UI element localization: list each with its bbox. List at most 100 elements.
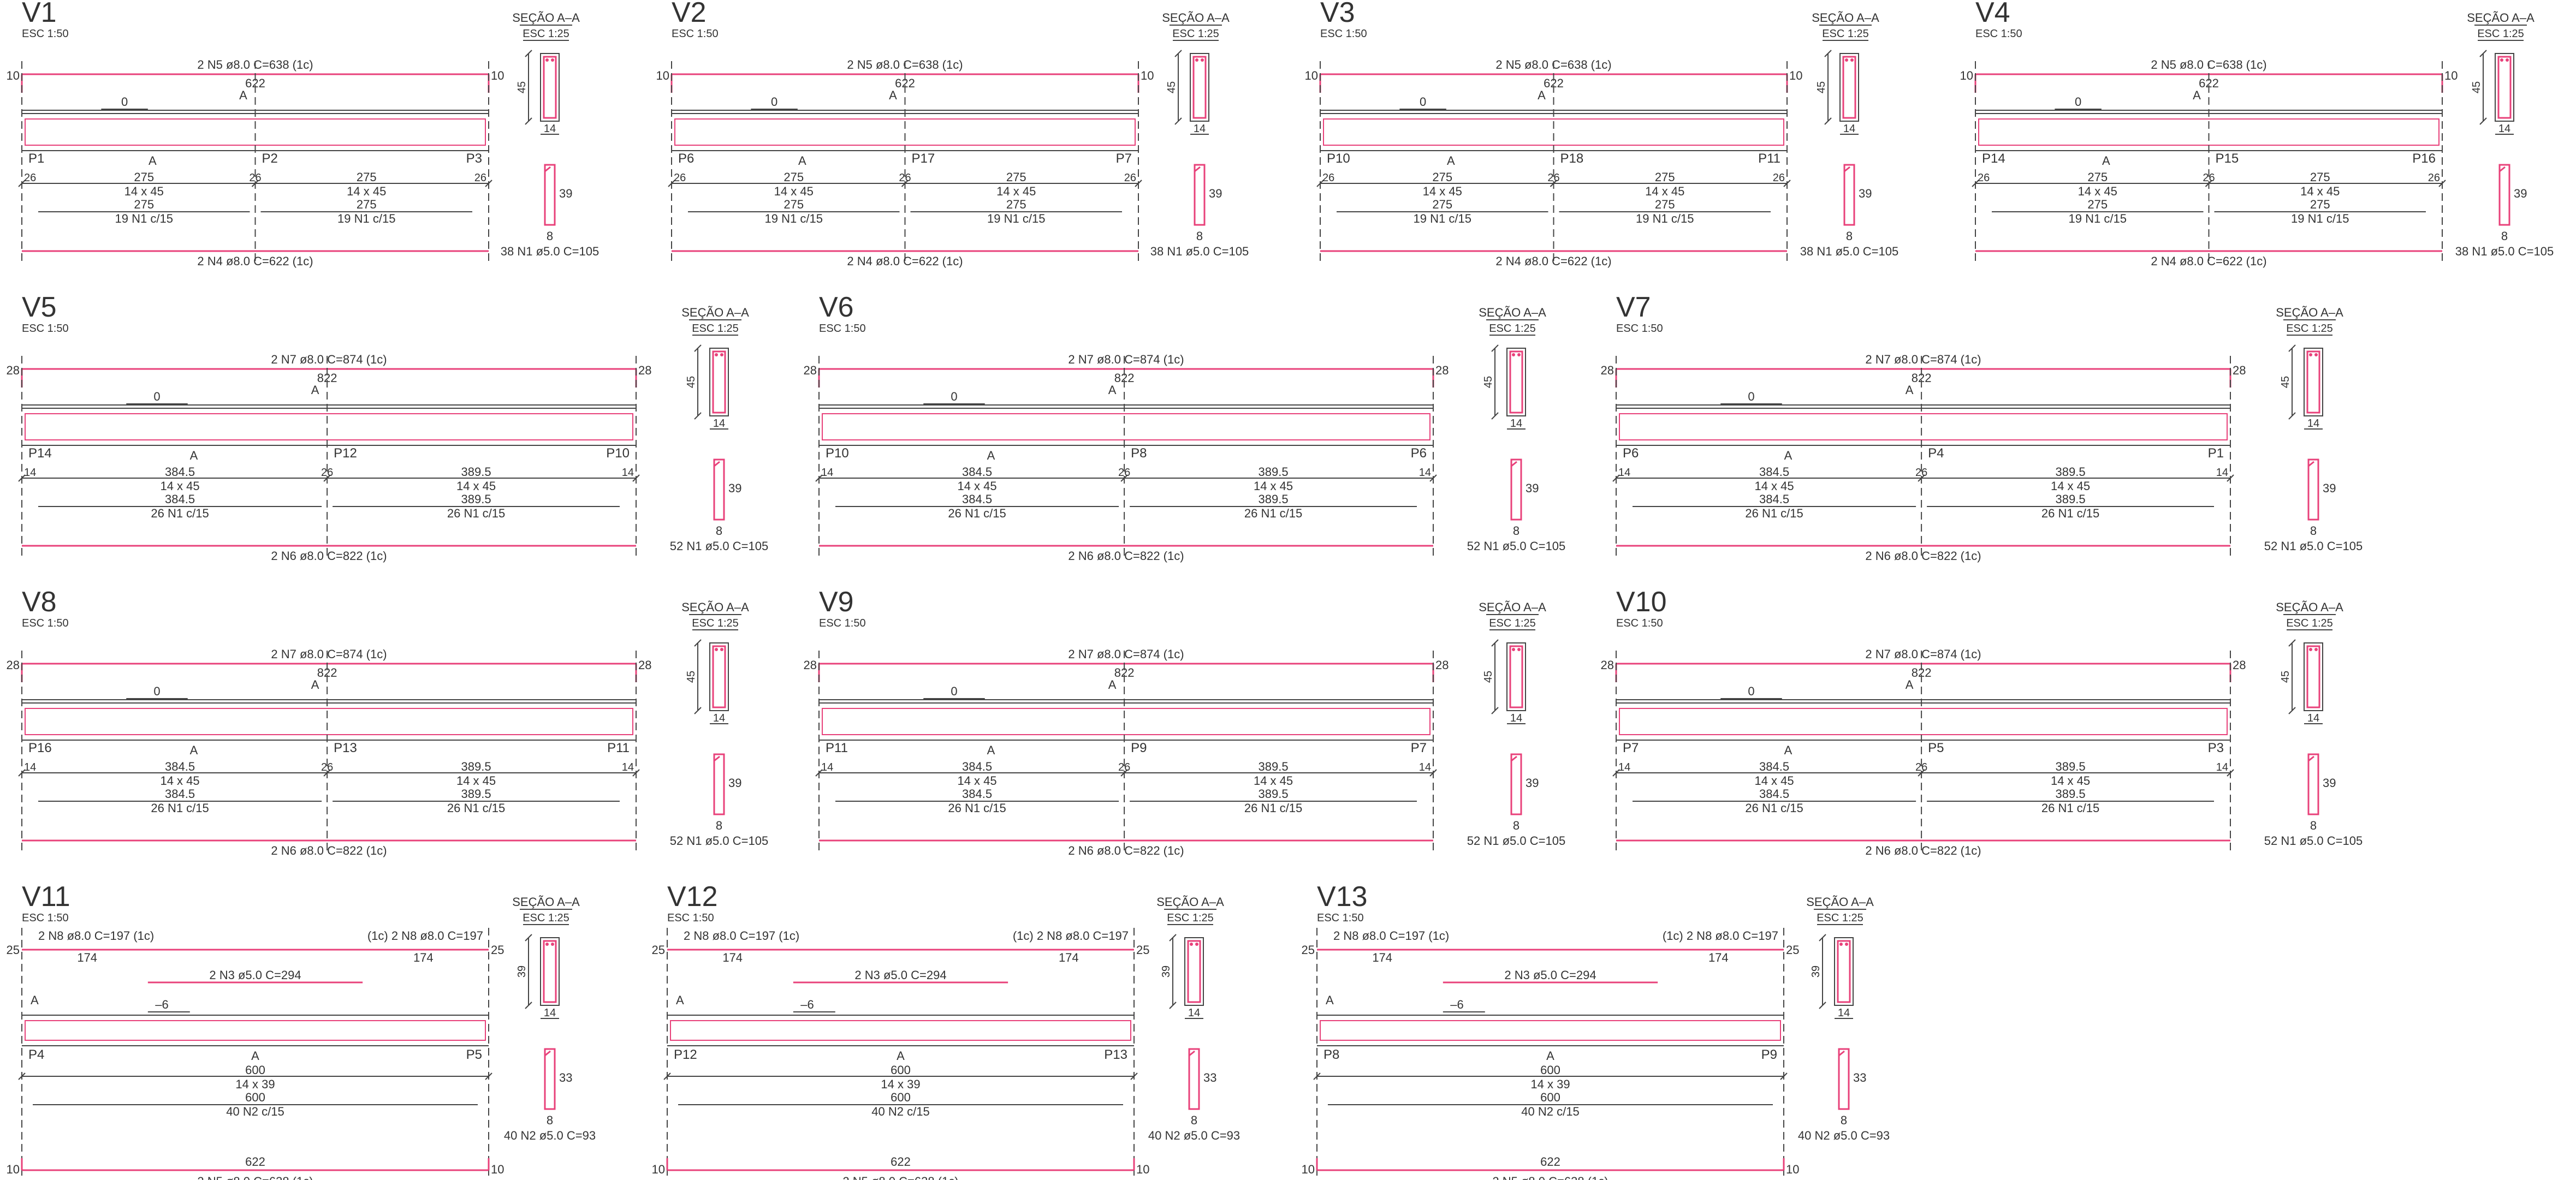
hook-length: 28 — [804, 658, 817, 672]
hook-length: 10 — [656, 69, 669, 82]
top-bar-label: 2 N7 ø8.0 C=874 (1c) — [1865, 353, 1981, 366]
span-length: 389.5 — [461, 465, 491, 479]
section-stirrup — [712, 350, 726, 414]
beam-scale: ESC 1:50 — [1616, 617, 1663, 629]
section-ref-a: A — [31, 993, 39, 1007]
support-width: 14 — [821, 761, 833, 773]
beam-scale: ESC 1:50 — [819, 323, 866, 335]
span-clear-length: 275 — [134, 198, 154, 211]
dim-tick — [2288, 707, 2296, 714]
section-ref-a: A — [1447, 154, 1455, 168]
span-section: 14 x 45 — [456, 479, 496, 493]
section-width: 14 — [1510, 712, 1522, 724]
hook-length: 25 — [7, 943, 20, 957]
pillar-label: P4 — [1928, 446, 1944, 461]
level-mark: 0 — [771, 95, 777, 109]
stirrup-width: 8 — [2310, 524, 2317, 538]
span-section: 14 x 39 — [1530, 1077, 1570, 1091]
section-height: 45 — [1482, 376, 1494, 388]
beam-bars — [822, 708, 1431, 735]
section-width: 14 — [2498, 123, 2510, 135]
stirrup-shape — [2498, 164, 2510, 226]
dim-tick — [815, 769, 823, 777]
stirrup-width: 8 — [2310, 819, 2317, 832]
section-scale: ESC 1:25 — [1489, 617, 1536, 629]
bottom-bar-label: 2 N6 ø8.0 C=822 (1c) — [1865, 549, 1981, 563]
stirrup-shape — [2307, 753, 2319, 815]
span-length: 384.5 — [165, 760, 195, 773]
dim-tick — [2288, 412, 2296, 420]
stirrup-spacing: 40 N2 c/15 — [871, 1105, 929, 1118]
hook-length: 10 — [1141, 69, 1154, 82]
span-length: 275 — [1006, 170, 1026, 184]
section-ref-a: A — [2102, 154, 2110, 168]
beam-name: V7 — [1616, 291, 1651, 323]
hook-length: 28 — [804, 363, 817, 377]
dim-tick — [525, 1002, 532, 1009]
section-width: 14 — [1194, 123, 1206, 135]
section-title: SEÇÃO A–A — [681, 600, 749, 614]
section-height: 45 — [2280, 671, 2292, 683]
section-ref-a: A — [1784, 449, 1792, 462]
top-left-length: 174 — [1372, 951, 1392, 964]
level-mark: 0 — [2075, 95, 2081, 109]
section-outline — [1834, 937, 1854, 1006]
section-ref-a: A — [251, 1049, 259, 1063]
bottom-bar-label: 2 N6 ø8.0 C=822 (1c) — [271, 549, 387, 563]
section-bar — [551, 943, 554, 946]
level-mark: –6 — [155, 998, 168, 1011]
section-bar — [1517, 353, 1521, 356]
dim-tick — [1491, 707, 1499, 714]
stirrup-total: 52 N1 ø5.0 C=105 — [1467, 539, 1565, 553]
support-width: 14 — [1419, 467, 1431, 479]
section-ref-a: A — [987, 743, 995, 757]
section-width: 14 — [1188, 1007, 1200, 1019]
pillar-label: P6 — [678, 151, 694, 166]
hook-length: 28 — [1435, 363, 1449, 377]
hook-length: 28 — [2233, 658, 2246, 672]
section-stirrup — [1509, 350, 1523, 414]
span-clear-length: 389.5 — [461, 787, 491, 801]
support-width: 14 — [2216, 467, 2228, 479]
top-bar-label: 2 N7 ø8.0 C=874 (1c) — [1865, 647, 1981, 661]
beam-name: V13 — [1317, 881, 1368, 913]
dim-tick — [2205, 180, 2213, 187]
stirrup-spacing: 26 N1 c/15 — [1745, 506, 1803, 520]
top-right-bar-label: (1c) 2 N8 ø8.0 C=197 — [1013, 929, 1129, 943]
stirrup-height: 33 — [1853, 1071, 1866, 1084]
dim-tick — [1120, 474, 1128, 482]
stirrup-width: 8 — [716, 819, 722, 832]
stirrup-total: 40 N2 ø5.0 C=93 — [1798, 1129, 1890, 1142]
section-bar — [1512, 648, 1515, 651]
stirrup-hook — [1189, 1050, 1195, 1057]
span-section: 14 x 45 — [160, 774, 199, 788]
top-right-length: 174 — [1059, 951, 1079, 964]
support-width: 14 — [821, 467, 833, 479]
section-width: 14 — [713, 418, 725, 430]
top-left-length: 174 — [77, 951, 97, 964]
support-width: 26 — [1978, 172, 1990, 184]
stirrup-total: 38 N1 ø5.0 C=105 — [1800, 245, 1898, 258]
section-height: 39 — [516, 966, 528, 978]
pillar-label: P17 — [912, 151, 935, 166]
section-scale: ESC 1:25 — [1489, 323, 1536, 335]
beam-scale: ESC 1:50 — [672, 28, 719, 40]
dim-tick — [1819, 1002, 1826, 1009]
stirrup-spacing: 26 N1 c/15 — [1244, 801, 1302, 815]
span-length: 275 — [134, 170, 154, 184]
top-mid-bar-label: 2 N3 ø5.0 C=294 — [209, 968, 301, 982]
dim-tick — [1429, 474, 1437, 482]
stirrup-hook — [1844, 166, 1850, 172]
dim-tick — [1972, 180, 1979, 187]
stirrup-width: 8 — [1841, 1113, 1847, 1127]
hook-length: 10 — [7, 1163, 20, 1176]
